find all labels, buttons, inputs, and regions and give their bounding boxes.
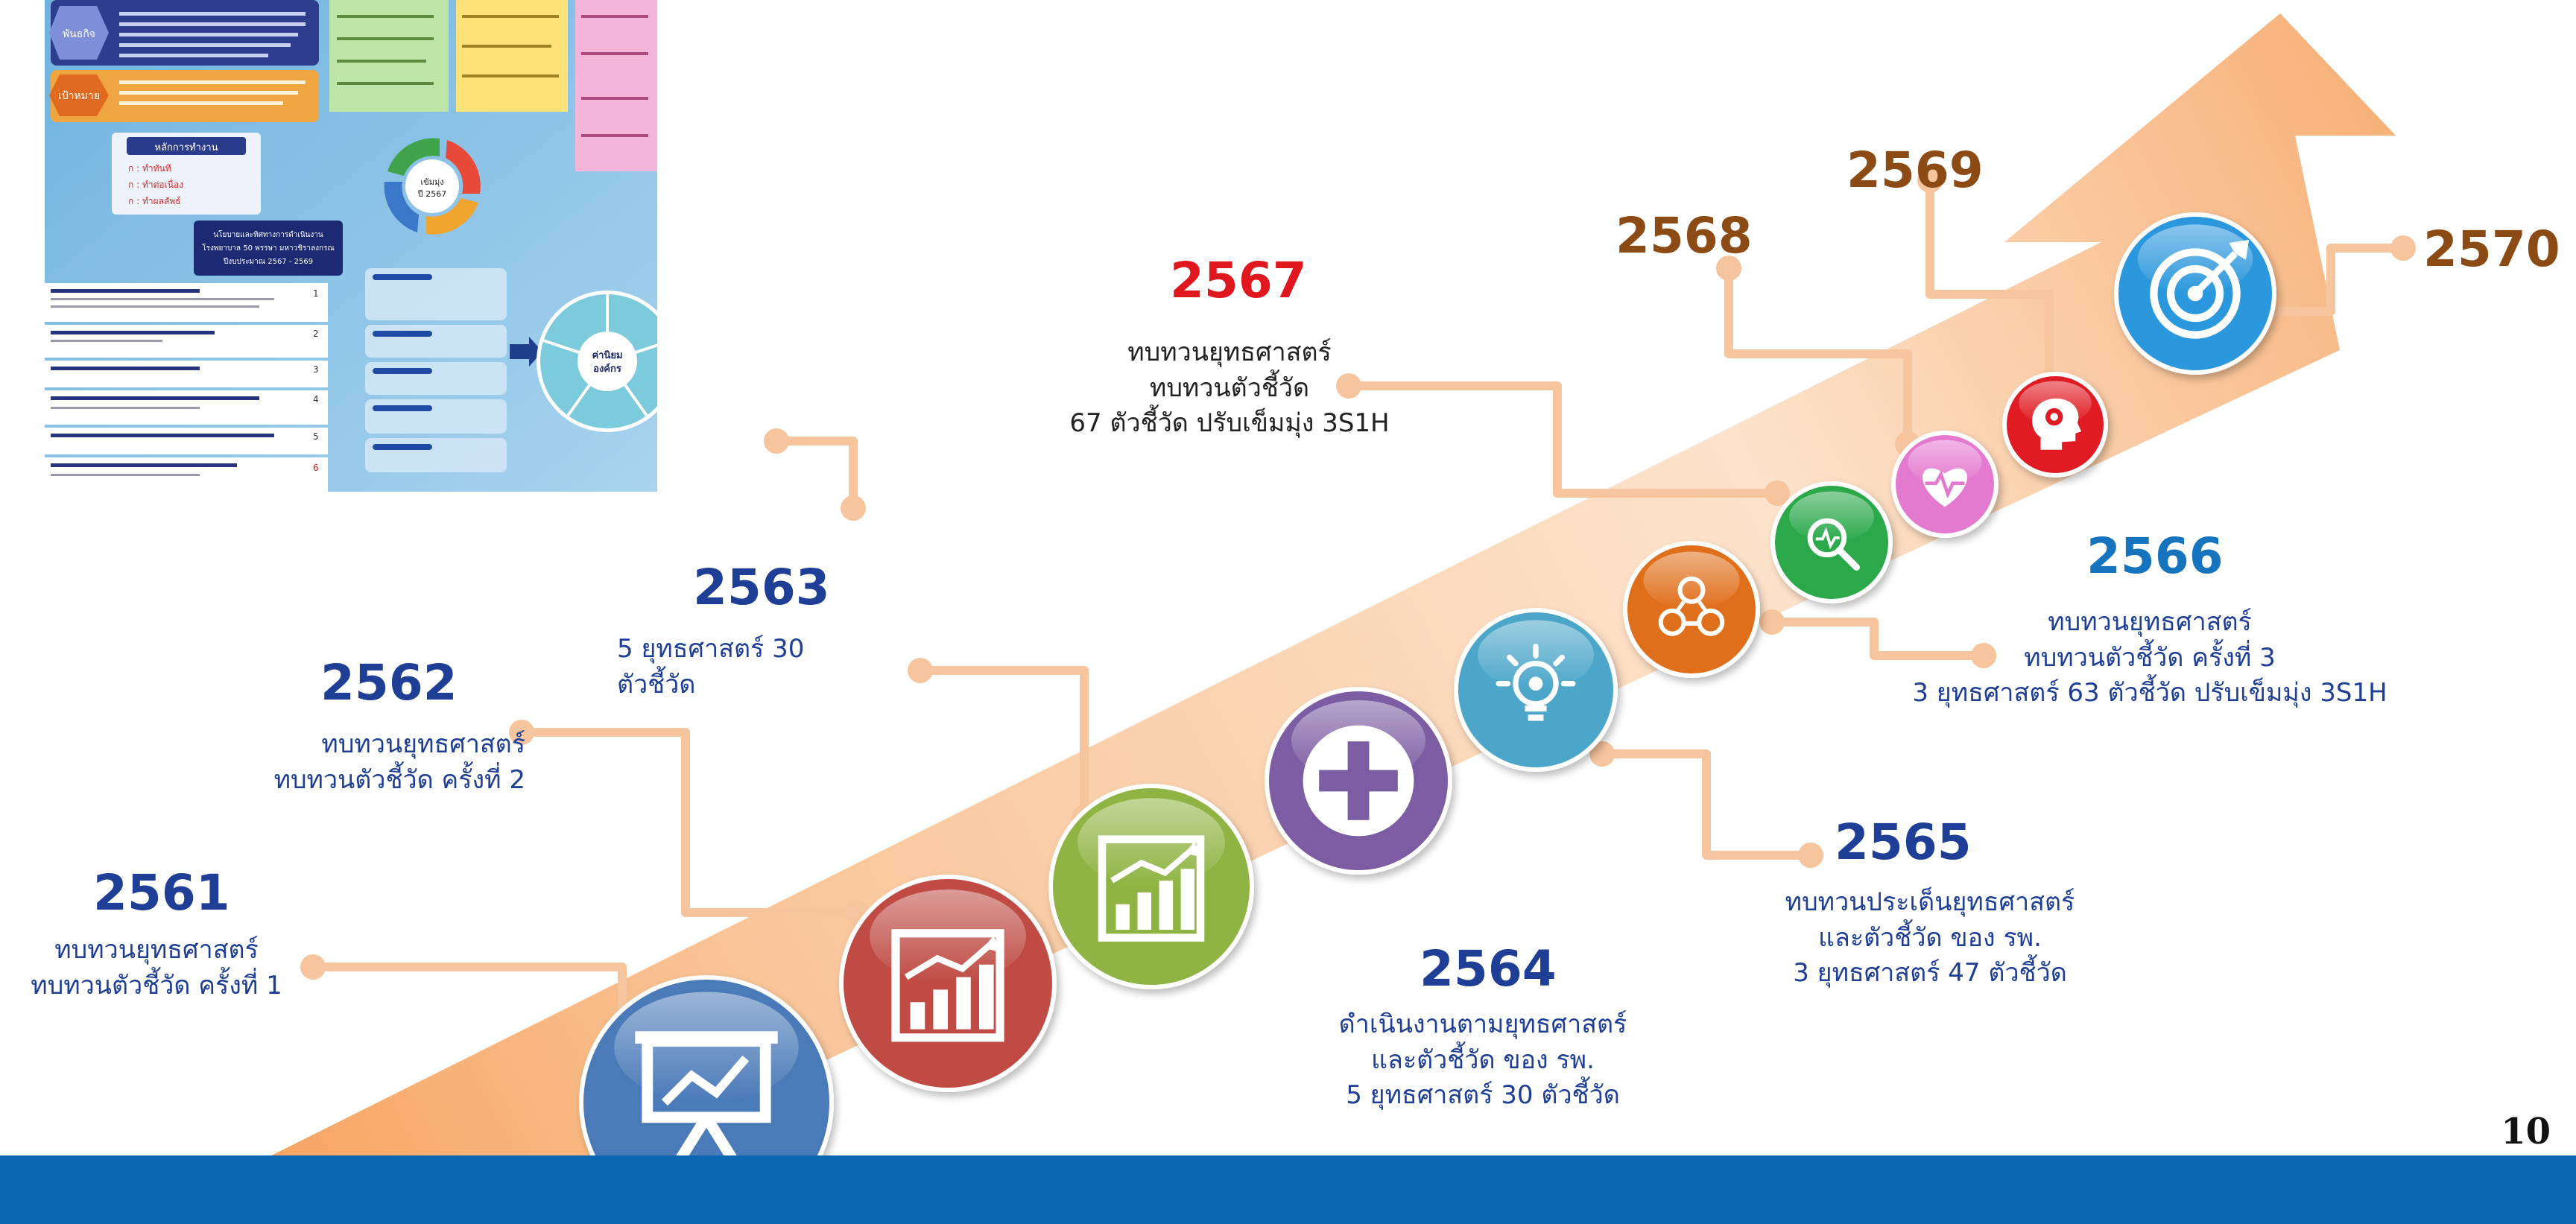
year-2561: 2561 — [93, 864, 230, 922]
year-2564: 2564 — [1420, 940, 1557, 998]
year-2563: 2563 — [693, 559, 830, 616]
svg-text:3: 3 — [313, 364, 319, 375]
svg-text:เข้มมุ่ง: เข้มมุ่ง — [420, 177, 443, 187]
milestone-2561-text: ทบทวนยุทธศาสตร์ทบทวนตัวชี้วัด ครั้งที่ 1 — [31, 935, 282, 1001]
principle-1: ก : ทำทันที — [128, 163, 171, 174]
svg-text:2: 2 — [313, 329, 319, 339]
page-number: 10 — [2501, 1111, 2551, 1152]
svg-text:1: 1 — [313, 288, 319, 299]
bar-chart-circle — [839, 875, 1057, 1092]
brain-head-icon — [2032, 398, 2082, 450]
brain-head-circle — [2002, 372, 2108, 478]
year-2562: 2562 — [320, 654, 458, 711]
year-2566: 2566 — [2086, 527, 2224, 585]
target-icon — [2150, 239, 2250, 339]
heart-pulse-circle — [1891, 431, 1999, 538]
principle-2: ก : ทำต่อเนื่อง — [128, 178, 183, 190]
magnifier-circle — [1770, 481, 1893, 603]
bar-chart-icon — [891, 929, 1004, 1042]
year-2570: 2570 — [2423, 221, 2560, 278]
goal-label: เป้าหมาย — [58, 90, 100, 102]
svg-text:4: 4 — [313, 394, 319, 405]
strategy-list: 1 2 3 4 5 6 — [45, 283, 328, 492]
strategy-document-thumbnail: พันธกิจ เป้าหมาย — [45, 0, 657, 492]
growth-chart-icon — [1098, 835, 1205, 942]
svg-text:องค์กร: องค์กร — [593, 363, 621, 375]
milestone-2562-text: ทบทวนยุทธศาสตร์ทบทวนตัวชี้วัด ครั้งที่ 2 — [273, 729, 525, 795]
team-circle — [1623, 541, 1760, 678]
growth-chart-circle — [1048, 784, 1254, 989]
svg-text:6: 6 — [313, 463, 319, 473]
year-2568: 2568 — [1615, 207, 1753, 264]
svg-text:ปี 2567: ปี 2567 — [417, 189, 447, 199]
svg-text:นโยบายและทิศทางการดำเนินงาน: นโยบายและทิศทางการดำเนินงาน — [213, 229, 323, 239]
team-icon — [1658, 576, 1725, 636]
strategy-cycle: เข้มมุ่ง ปี 2567 — [384, 138, 481, 235]
svg-text:5: 5 — [313, 431, 319, 442]
svg-text:ค่านิยม: ค่านิยม — [592, 350, 622, 361]
magnifier-icon — [1807, 518, 1860, 571]
heart-pulse-icon — [1922, 468, 1967, 507]
values-wheel: ค่านิยม องค์กร — [537, 291, 657, 432]
mission-label: พันธกิจ — [63, 28, 95, 40]
milestone-2565-text: ทบทวนประเด็นยุทธศาสตร์และตัวชี้วัด ของ ร… — [1785, 887, 2075, 989]
svg-text:ปีงบประมาณ 2567 - 2569: ปีงบประมาณ 2567 - 2569 — [223, 257, 313, 266]
target-circle — [2114, 212, 2276, 375]
year-2567: 2567 — [1170, 252, 1307, 309]
lightbulb-circle — [1454, 608, 1618, 772]
year-2569: 2569 — [1846, 142, 1984, 199]
plus-icon — [1303, 725, 1414, 837]
footer-band — [0, 1155, 2576, 1224]
year-2565: 2565 — [1835, 814, 1972, 871]
lightbulb-icon — [1496, 644, 1576, 721]
plus-circle — [1265, 687, 1452, 875]
principles-title: หลักการทำงาน — [155, 142, 218, 153]
principle-3: ก : ทำผลลัพธ์ — [128, 196, 181, 206]
milestone-2566-text: ทบทวนยุทธศาสตร์ทบทวนตัวชี้วัด ครั้งที่ 3… — [1912, 607, 2387, 708]
timeline-arrow — [134, 13, 2396, 1224]
milestone-2564-text: ดำเนินงานตามยุทธศาสตร์และตัวชี้วัด ของ ร… — [1338, 1009, 1627, 1111]
svg-text:โรงพยาบาล 50 พรรษา มหาวชิราลงก: โรงพยาบาล 50 พรรษา มหาวชิราลงกรณ — [202, 243, 335, 253]
